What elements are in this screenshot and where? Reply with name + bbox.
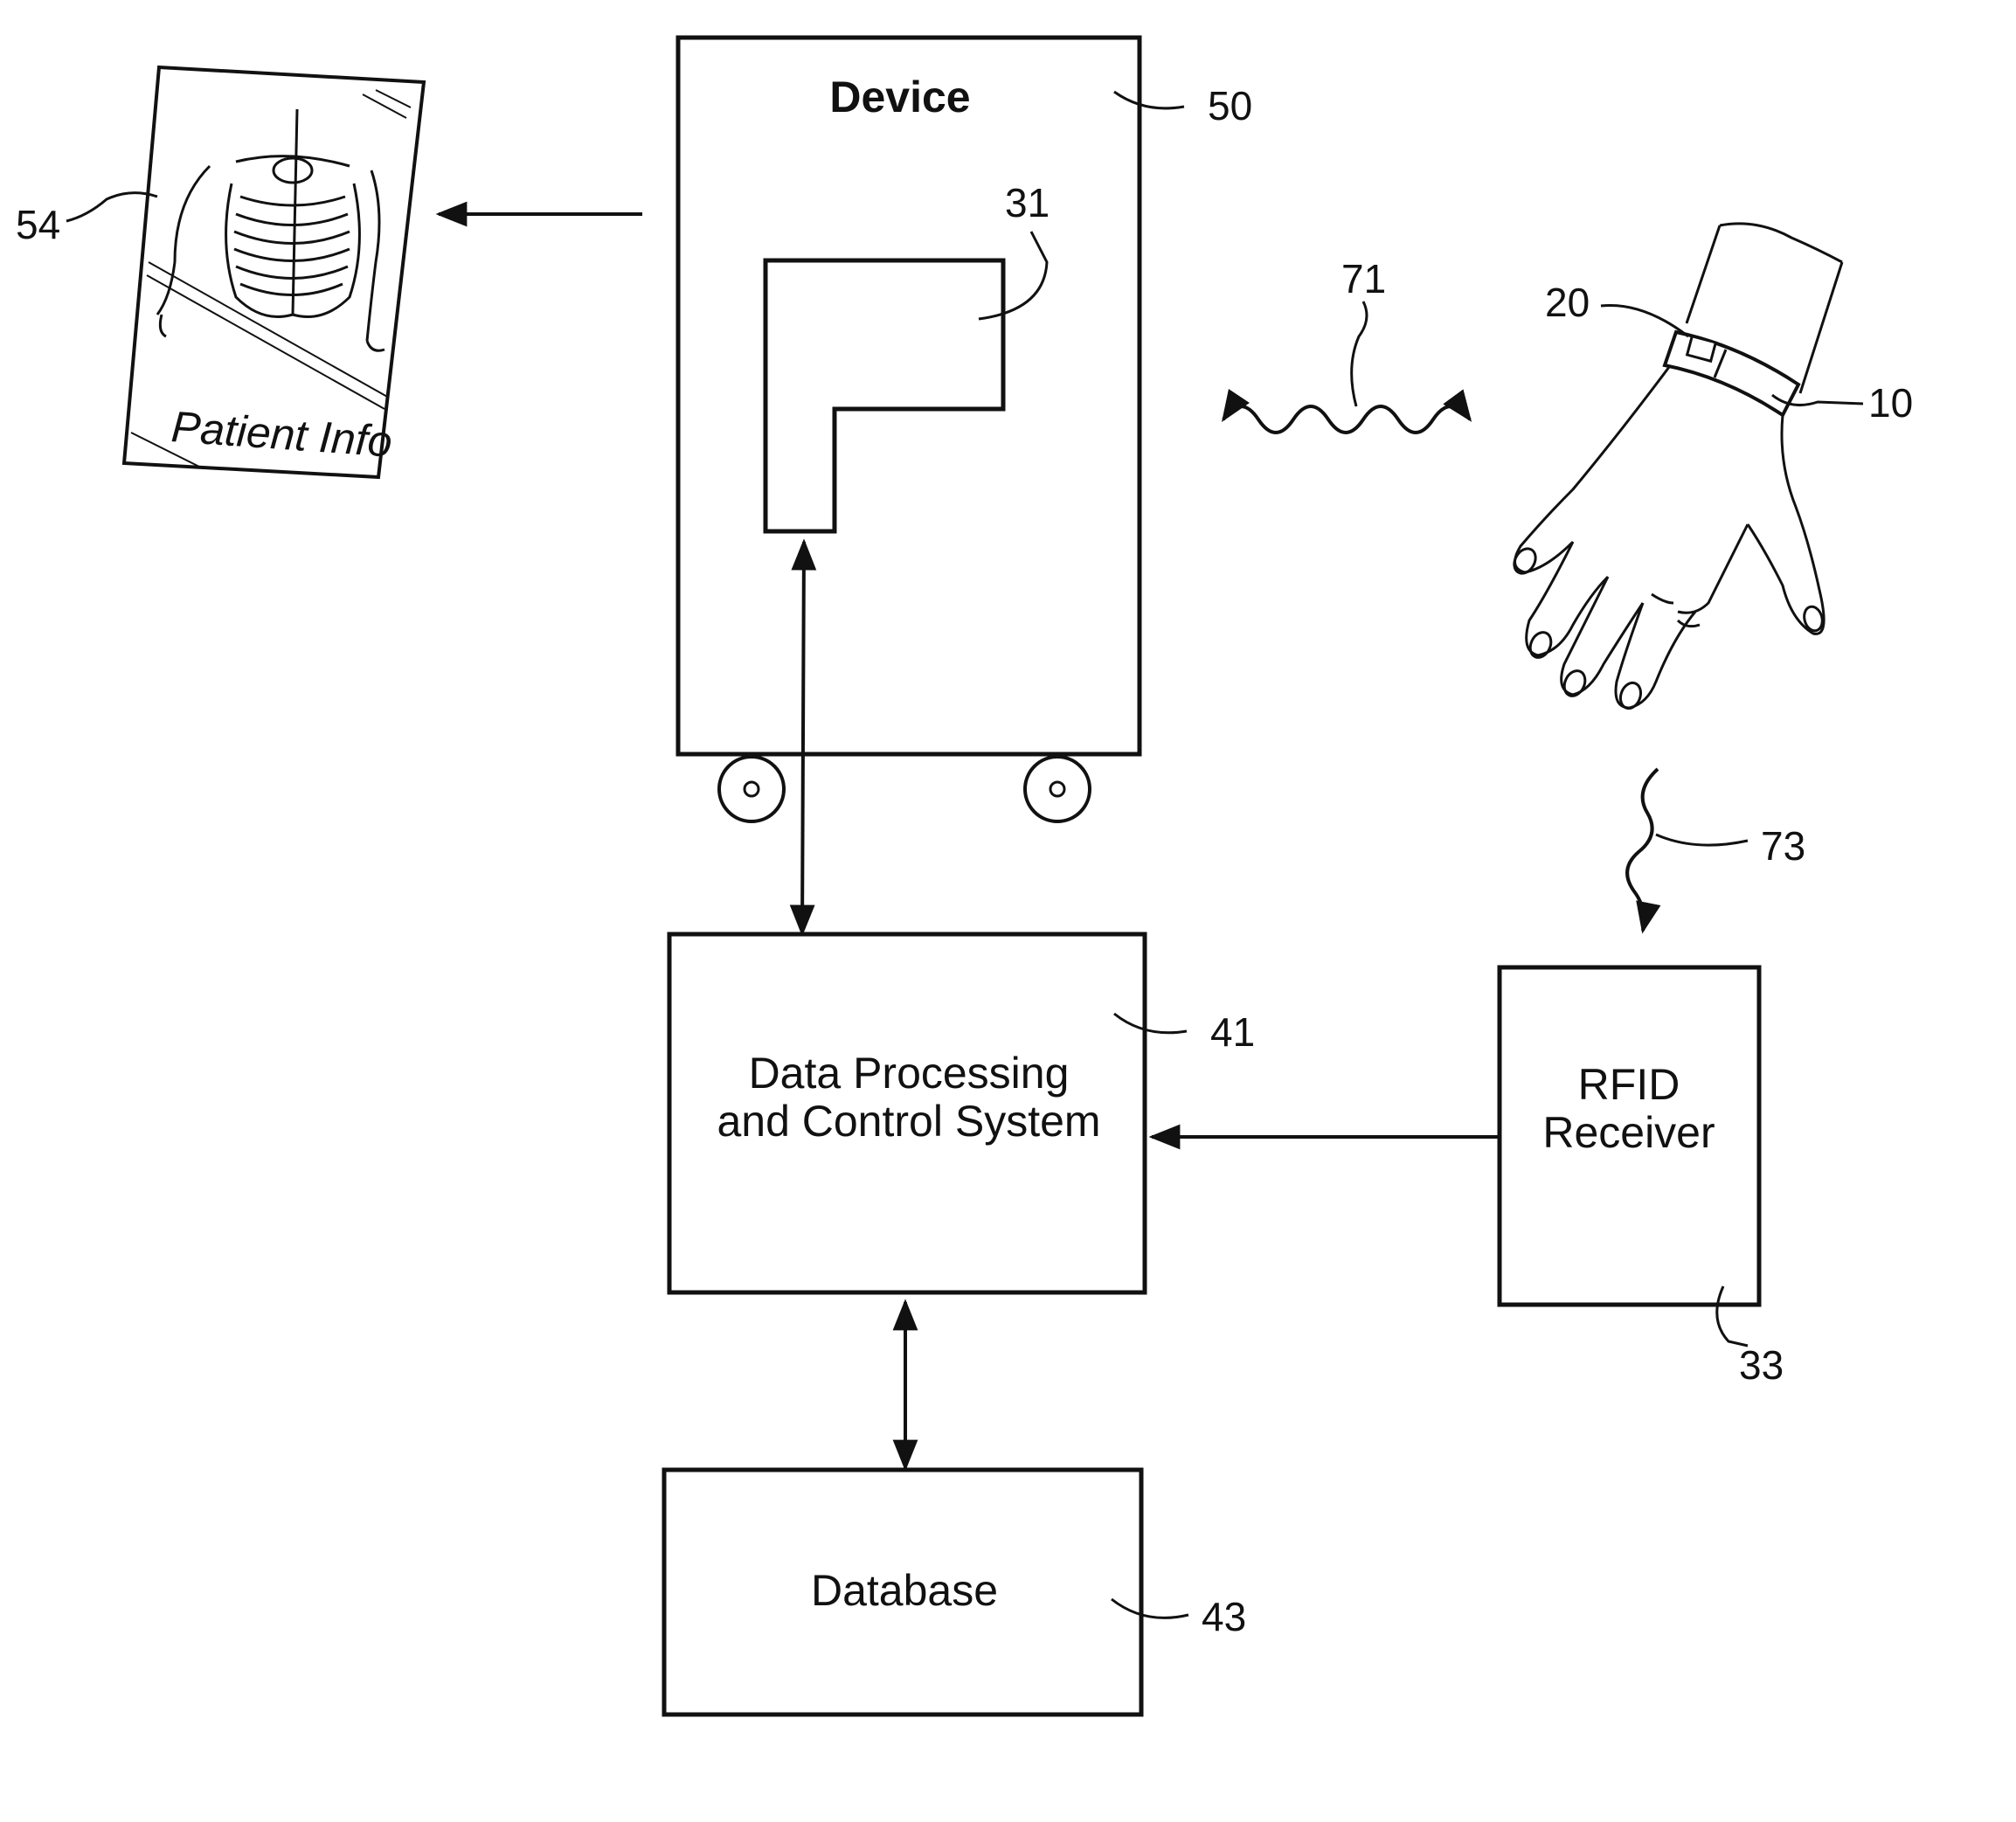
- data-processing-line2: and Control System: [717, 1097, 1100, 1146]
- ref-54: 54: [16, 202, 60, 247]
- patient-info-card: Patient Info: [124, 67, 424, 477]
- ref-10: 10: [1868, 380, 1913, 426]
- device-title: Device: [829, 73, 970, 121]
- arrow-component-dataprocessing: [802, 542, 804, 933]
- ref-20: 20: [1545, 280, 1590, 325]
- rfid-receiver-line2: Receiver: [1542, 1108, 1715, 1157]
- data-processing-box: Data Processing and Control System: [669, 934, 1145, 1292]
- ref-50: 50: [1208, 83, 1252, 128]
- ref-33: 33: [1739, 1342, 1784, 1388]
- leader-71: [1352, 301, 1367, 406]
- data-processing-line1: Data Processing: [749, 1049, 1070, 1098]
- device-cabinet: Device: [678, 38, 1140, 821]
- wireless-link-71: [1223, 406, 1470, 433]
- rfid-receiver-box: RFID Receiver: [1500, 967, 1759, 1305]
- device-wheel-right: [1025, 757, 1090, 821]
- rfid-receiver-line1: RFID: [1578, 1060, 1680, 1109]
- leader-54: [66, 193, 157, 221]
- leader-73: [1656, 835, 1748, 845]
- ref-31: 31: [1005, 180, 1050, 225]
- database-label: Database: [811, 1566, 998, 1615]
- rfid-signal-73: [1627, 769, 1658, 931]
- ref-71: 71: [1341, 256, 1386, 301]
- ref-41: 41: [1210, 1009, 1255, 1055]
- device-wheel-left: [719, 757, 784, 821]
- database-box: Database: [664, 1470, 1141, 1715]
- ref-73: 73: [1761, 823, 1805, 869]
- ref-43: 43: [1202, 1594, 1246, 1639]
